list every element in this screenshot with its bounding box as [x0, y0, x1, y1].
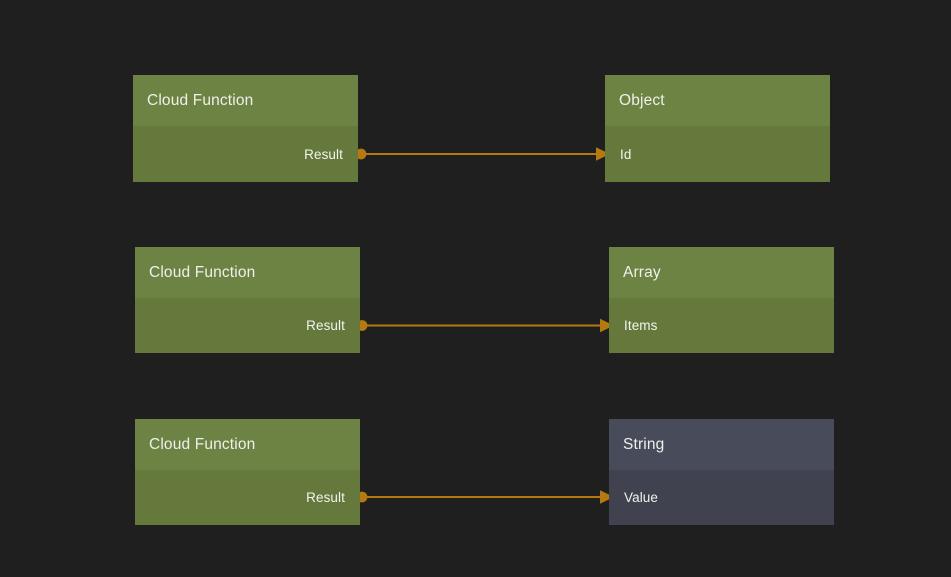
node-cloud-function-2-port-result[interactable]: Result [135, 298, 360, 353]
node-title: Object [619, 91, 665, 109]
node-cloud-function-2-header[interactable]: Cloud Function [135, 247, 360, 298]
connection-2[interactable] [356, 318, 614, 333]
node-array-header[interactable]: Array [609, 247, 834, 298]
node-object[interactable]: Object Id [605, 75, 830, 182]
port-label: Value [624, 490, 659, 505]
port-label: Items [624, 318, 658, 333]
node-cloud-function-2[interactable]: Cloud Function Result [135, 247, 360, 353]
node-object-port-id[interactable]: Id [605, 126, 830, 182]
node-title: String [623, 435, 665, 453]
node-title: Array [623, 263, 661, 281]
node-cloud-function-1[interactable]: Cloud Function Result [133, 75, 358, 182]
node-title: Cloud Function [147, 91, 254, 109]
node-title: Cloud Function [149, 263, 256, 281]
node-cloud-function-3-port-result[interactable]: Result [135, 470, 360, 525]
node-cloud-function-1-port-result[interactable]: Result [133, 126, 358, 182]
node-cloud-function-1-header[interactable]: Cloud Function [133, 75, 358, 126]
node-title: Cloud Function [149, 435, 256, 453]
connection-3[interactable] [356, 490, 614, 504]
port-label: Result [306, 490, 345, 505]
port-label: Result [304, 146, 343, 162]
node-cloud-function-3-header[interactable]: Cloud Function [135, 419, 360, 470]
port-label: Id [620, 146, 632, 162]
node-string[interactable]: String Value [609, 419, 834, 525]
node-array[interactable]: Array Items [609, 247, 834, 353]
node-string-port-value[interactable]: Value [609, 470, 834, 525]
node-cloud-function-3[interactable]: Cloud Function Result [135, 419, 360, 525]
node-array-port-items[interactable]: Items [609, 298, 834, 353]
node-string-header[interactable]: String [609, 419, 834, 470]
port-label: Result [306, 318, 345, 333]
connection-1[interactable] [355, 147, 610, 161]
node-object-header[interactable]: Object [605, 75, 830, 126]
